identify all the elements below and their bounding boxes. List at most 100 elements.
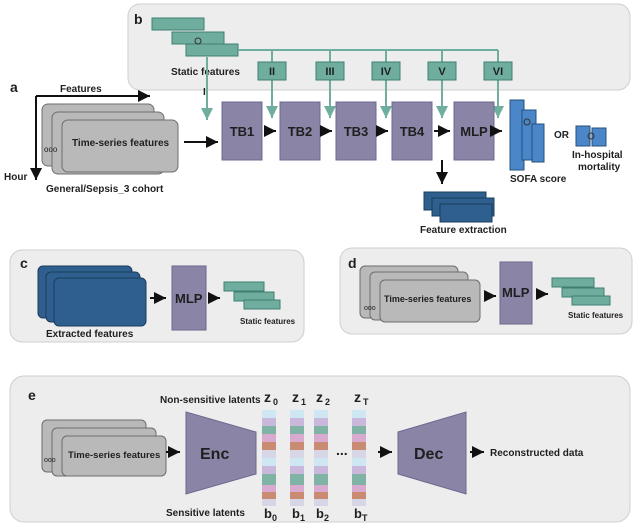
- latent-cell: [352, 458, 366, 466]
- latent-b-subscript: 0: [272, 513, 277, 523]
- static-features-label-d: Static features: [568, 311, 624, 320]
- mortality-label-line2: mortality: [578, 162, 621, 173]
- latent-b-label: b: [264, 506, 272, 521]
- latent-z-subscript: 1: [301, 397, 306, 407]
- panel-a-letter: a: [10, 79, 18, 95]
- latent-cell: [290, 450, 304, 458]
- encoder-label: Enc: [200, 446, 229, 463]
- sensitive-latent-cell: [352, 492, 366, 499]
- latent-z-subscript: 2: [325, 397, 330, 407]
- latent-cell: [314, 450, 328, 458]
- latent-z-label: z: [292, 389, 299, 405]
- mlp-block-d: [499, 261, 533, 325]
- sensitive-latent-cell: [262, 485, 276, 492]
- latent-cell: [290, 410, 304, 418]
- branch-box: [315, 61, 345, 81]
- static-features-stack-c: [223, 281, 281, 310]
- latent-cell: [262, 458, 276, 466]
- panel-c-letter: c: [20, 255, 28, 271]
- latent-cell: [314, 466, 328, 474]
- latent-cell: [262, 442, 276, 450]
- latent-cell: [352, 418, 366, 426]
- latent-cell: [262, 434, 276, 442]
- or-label: OR: [554, 130, 570, 141]
- sensitive-latent-cell: [262, 492, 276, 499]
- sensitive-latent-cell: [314, 492, 328, 499]
- features-axis-label: Features: [60, 84, 102, 95]
- branch-label: III: [325, 66, 334, 78]
- branch-box: [483, 61, 513, 81]
- latent-cell: [314, 410, 328, 418]
- mlp-label-c: MLP: [175, 291, 203, 306]
- panel-e-letter: e: [28, 387, 36, 403]
- extracted-features-stack: [37, 265, 147, 327]
- branch-box: [371, 61, 401, 81]
- static-features-stack-d: [551, 277, 611, 306]
- latent-cell: [314, 418, 328, 426]
- timeseries-label-a: Time-series features: [72, 138, 170, 149]
- latent-cell: [352, 410, 366, 418]
- mortality-label-line1: In-hospital: [572, 150, 623, 161]
- branch-label: V: [438, 66, 446, 78]
- sensitive-latent-cell: [290, 485, 304, 492]
- timeseries-stack-a: [41, 103, 179, 175]
- latent-cell: [352, 426, 366, 434]
- latent-cell: [262, 466, 276, 474]
- extracted-features-label: Extracted features: [46, 329, 134, 340]
- cohort-label: General/Sepsis_3 cohort: [46, 184, 164, 195]
- decoder-label: Dec: [414, 446, 443, 463]
- branch-label: VI: [493, 66, 503, 78]
- latent-cell: [352, 442, 366, 450]
- latent-cell: [290, 466, 304, 474]
- timeseries-dots-e: ooo: [44, 457, 56, 464]
- mlp-label-d: MLP: [502, 285, 530, 300]
- pipeline-block: [453, 101, 495, 161]
- sensitive-latent-cell: [352, 499, 366, 506]
- sensitive-latent-cell: [314, 499, 328, 506]
- hour-axis-label: Hour: [4, 172, 27, 183]
- timeseries-label-e: Time-series features: [68, 450, 160, 461]
- latent-cell: [290, 426, 304, 434]
- sensitive-latent-cell: [314, 478, 328, 485]
- sofa-label: SOFA score: [510, 174, 567, 185]
- sensitive-latent-cell: [290, 499, 304, 506]
- pipeline-block: [335, 101, 377, 161]
- pipeline-block-label: MLP: [460, 124, 488, 139]
- sensitive-latent-cell: [352, 485, 366, 492]
- latent-cell: [314, 426, 328, 434]
- timeseries-stack-e: [41, 419, 167, 477]
- latent-cell: [314, 434, 328, 442]
- latent-cell: [290, 458, 304, 466]
- static-features-label: Static features: [171, 67, 240, 78]
- latent-z-label: z: [316, 389, 323, 405]
- latent-b-subscript: 1: [300, 513, 305, 523]
- pipeline-block-label: TB2: [288, 124, 313, 139]
- latent-z-subscript: T: [363, 397, 369, 407]
- pipeline-block-label: TB4: [400, 124, 425, 139]
- latent-cell: [314, 442, 328, 450]
- timeseries-dots-a: ooo: [44, 145, 58, 154]
- sofa-score-glyph: [509, 99, 545, 171]
- latent-b-label: b: [292, 506, 300, 521]
- pipeline-block: [391, 101, 433, 161]
- sensitive-latents-label: Sensitive latents: [166, 508, 245, 519]
- latent-cell: [290, 442, 304, 450]
- mlp-block-c: [171, 265, 207, 331]
- branch-box: [257, 61, 287, 81]
- decoder-trapezoid: [397, 411, 467, 495]
- feature-extraction-label: Feature extraction: [420, 225, 507, 236]
- latent-b-label: b: [316, 506, 324, 521]
- latent-cell: [262, 450, 276, 458]
- timeseries-dots-d: ooo: [364, 305, 376, 312]
- latent-cell: [262, 426, 276, 434]
- latent-cell: [290, 418, 304, 426]
- panel-d-letter: d: [348, 255, 357, 271]
- latent-b-subscript: T: [362, 513, 368, 523]
- panel-b-letter: b: [134, 11, 143, 27]
- pipeline-block: [221, 101, 263, 161]
- latent-z-subscript: 0: [273, 397, 278, 407]
- feature-extraction-stack: [423, 191, 495, 223]
- non-sensitive-latents-label: Non-sensitive latents: [160, 395, 261, 406]
- latent-b-label: b: [354, 506, 362, 521]
- latent-cell: [352, 466, 366, 474]
